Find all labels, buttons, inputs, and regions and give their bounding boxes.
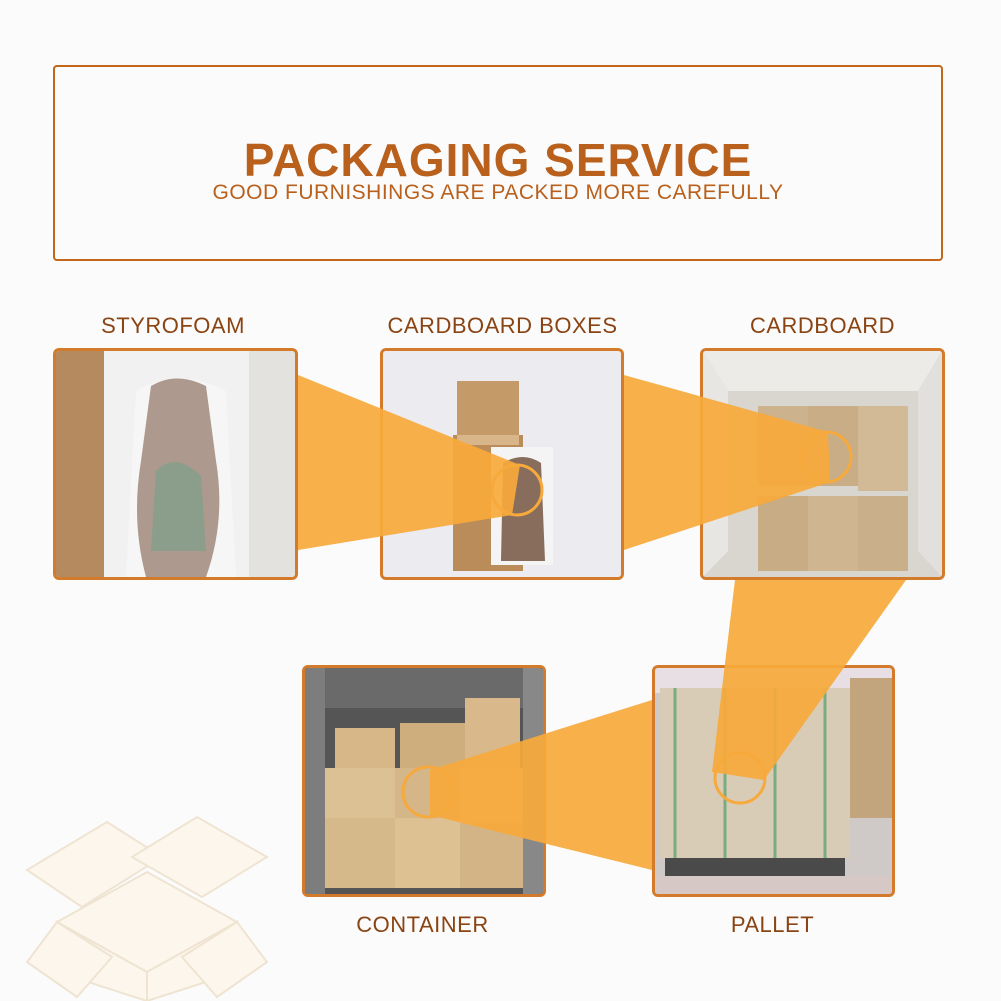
cardboard-image bbox=[703, 351, 942, 577]
label-cardboard-boxes: CARDBOARD BOXES bbox=[387, 313, 618, 338]
cardboard-photo bbox=[700, 348, 945, 580]
label-container: CONTAINER bbox=[356, 912, 489, 937]
container-image bbox=[305, 668, 543, 894]
styrofoam-image bbox=[56, 351, 295, 577]
cardboard-boxes-image bbox=[383, 351, 621, 577]
label-pallet: PALLET bbox=[730, 912, 815, 937]
page-title: PACKAGING SERVICE bbox=[243, 134, 753, 186]
container-photo bbox=[302, 665, 546, 897]
header-box: PACKAGING SERVICE GOOD FURNISHINGS ARE P… bbox=[53, 65, 943, 261]
label-cardboard: CARDBOARD bbox=[749, 313, 896, 338]
label-styrofoam: STYROFOAM bbox=[101, 313, 245, 338]
page-subtitle: GOOD FURNISHINGS ARE PACKED MORE CAREFUL… bbox=[212, 181, 784, 204]
cardboard-boxes-photo bbox=[380, 348, 624, 580]
pallet-image bbox=[655, 668, 892, 894]
styrofoam-photo bbox=[53, 348, 298, 580]
open-box-watermark bbox=[25, 815, 269, 1001]
pallet-photo bbox=[652, 665, 895, 897]
